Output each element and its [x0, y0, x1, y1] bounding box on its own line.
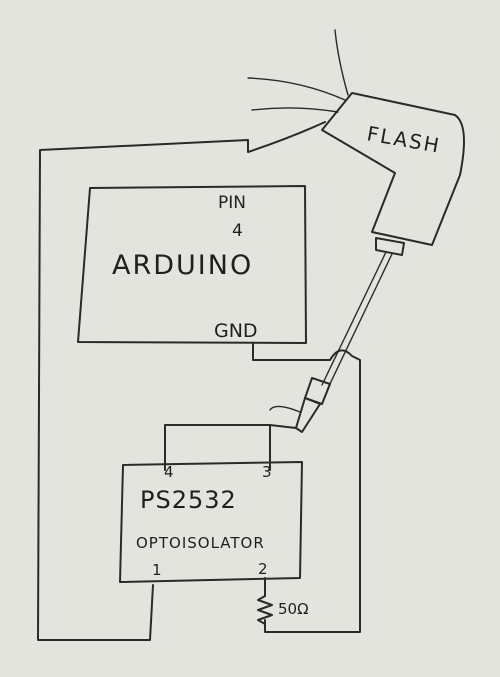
sync-cable: [321, 251, 387, 386]
optoisolator-box: [119, 461, 303, 583]
opto-part-number: PS2532: [140, 486, 237, 514]
sync-plug-icon: [269, 377, 331, 433]
arduino-pin-label: PIN: [218, 193, 246, 213]
arduino-gnd-label: GND: [214, 320, 258, 342]
opto-pin4-label: 4: [164, 463, 174, 481]
flash-light-rays: [247, 29, 349, 113]
opto-pin1-label: 1: [152, 561, 162, 579]
wire-plug-to-pin3-pin4: [164, 424, 297, 471]
opto-pin3-label: 3: [262, 463, 272, 481]
wire-pin4-to-pin1: [37, 121, 326, 641]
resistor-icon: [257, 595, 273, 625]
arduino-box: [77, 185, 307, 344]
opto-pin2-label: 2: [258, 560, 268, 578]
arduino-label: ARDUINO: [112, 250, 253, 281]
resistor-value-label: 50Ω: [278, 600, 309, 618]
opto-label: OPTOISOLATOR: [136, 534, 265, 552]
arduino-pin-number: 4: [232, 221, 243, 241]
flash-connector: [375, 237, 405, 256]
flash-body: [321, 92, 465, 246]
wire-gnd: [252, 342, 361, 633]
